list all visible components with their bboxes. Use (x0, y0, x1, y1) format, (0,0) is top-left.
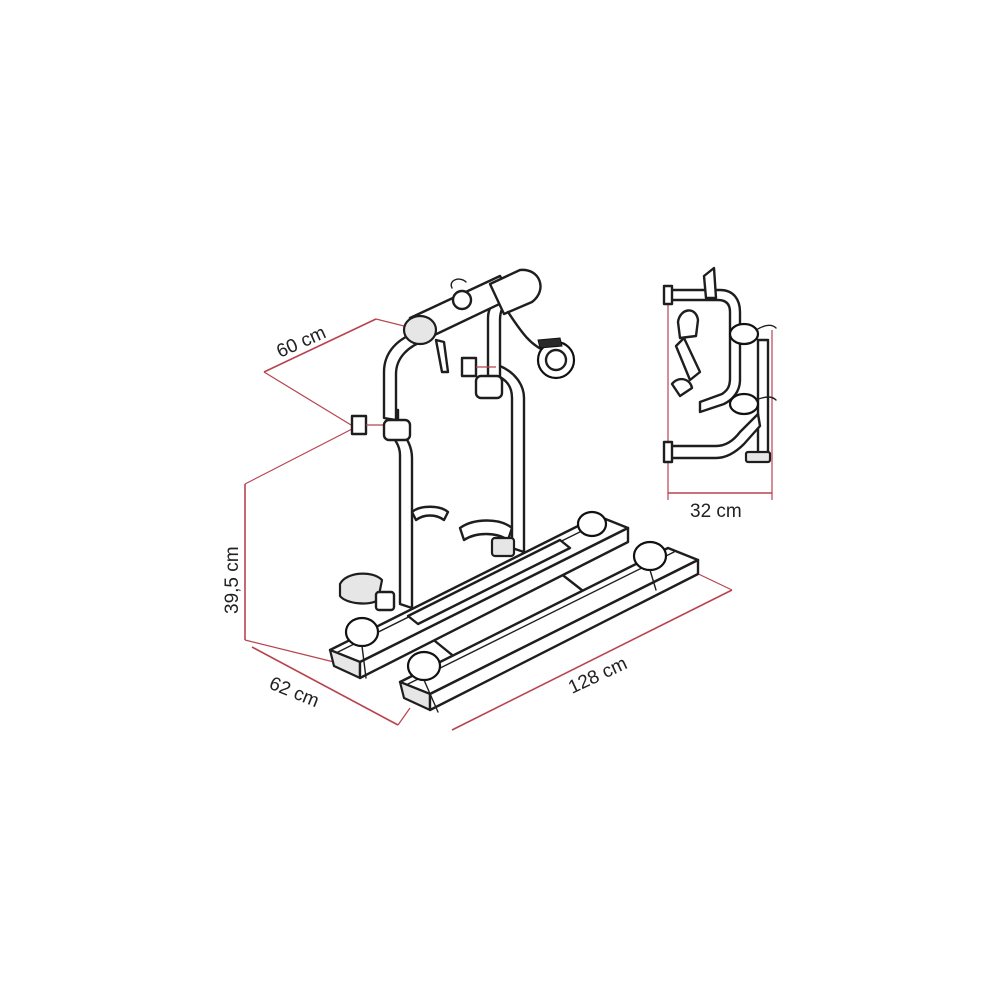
label-62cm: 62 cm (266, 673, 322, 712)
side-upper-arm (666, 288, 742, 414)
rail-straps (344, 510, 668, 713)
side-wall-plate-bottom (662, 440, 674, 464)
side-holder (676, 309, 700, 340)
wall-bracket-left (350, 414, 368, 436)
tube-cap-left (402, 314, 438, 346)
dim-line-60cm (263, 318, 377, 373)
label-60cm: 60 cm (273, 322, 329, 362)
dim-line-62cm (251, 646, 399, 726)
wall-bracket-right (460, 356, 478, 378)
side-strap-bottom (728, 392, 760, 416)
side-wall-plate-top (662, 284, 674, 306)
bike-rack-side-view (662, 266, 777, 464)
label-39-5cm: 39,5 cm (222, 546, 243, 614)
clamp-left (382, 418, 412, 442)
holder-left (410, 505, 450, 522)
clamp-right (474, 374, 504, 400)
tube-cap-right (488, 268, 542, 316)
bike-rack-main-view (328, 268, 700, 713)
side-strap-top (728, 322, 760, 346)
label-128cm: 128 cm (565, 653, 630, 698)
side-lower-arm (666, 412, 762, 460)
arm-left-lower (386, 408, 414, 610)
dim-line-128cm (451, 589, 733, 731)
dimension-lines (244, 285, 773, 731)
label-32cm: 32 cm (690, 501, 742, 522)
arm-left-upper (382, 330, 428, 422)
top-knob (451, 289, 473, 311)
